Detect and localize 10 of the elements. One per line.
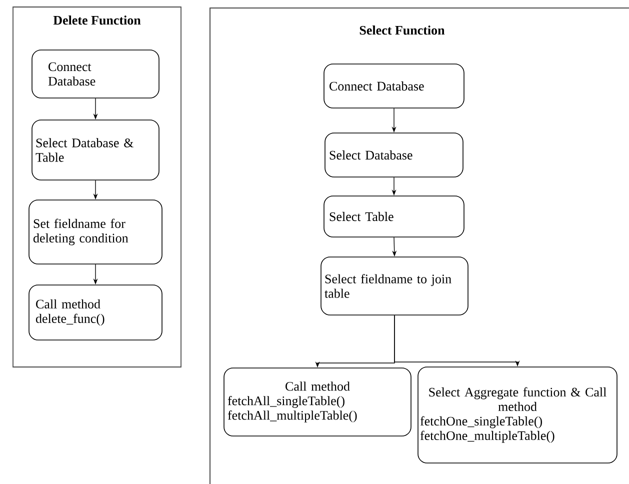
process-box: Select Database & Table xyxy=(32,120,160,180)
process-box: Select Table xyxy=(324,196,464,238)
process-box: Call method delete_func() xyxy=(28,284,162,340)
process-box: Connect Database xyxy=(324,64,464,108)
process-box: Select Aggregate function & Call method fetchOne_singleTable() fetchOne_multipleTable() xyxy=(418,366,618,464)
process-box: Call method fetchAll_singleTable() fetchAll_multipleTable() xyxy=(224,368,412,436)
process-box: Select Database xyxy=(324,132,464,178)
process-box: Select fieldname to join table xyxy=(320,256,468,316)
process-box: Connect Database xyxy=(32,50,160,98)
process-box: Set fieldname for deleting condition xyxy=(28,200,162,264)
